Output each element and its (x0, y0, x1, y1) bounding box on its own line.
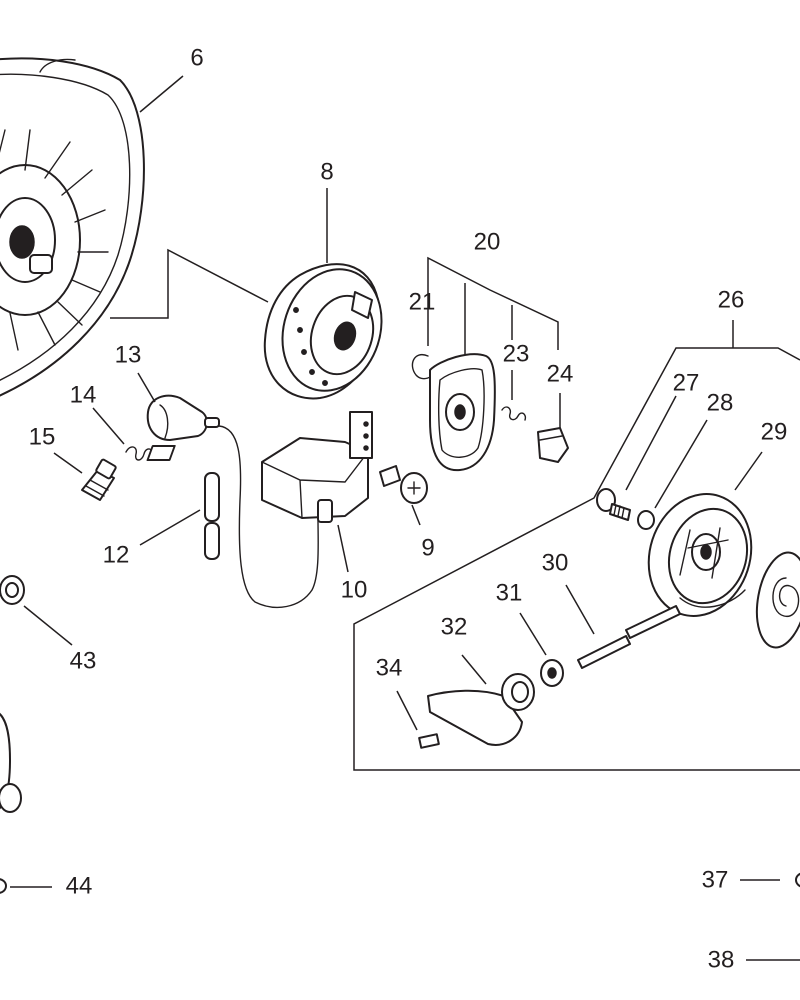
part-30-rope[interactable] (577, 605, 681, 669)
callout-26: 26 (718, 287, 745, 314)
part-32-starter-handle[interactable] (427, 673, 535, 746)
part-spring-case[interactable] (750, 549, 800, 652)
part-9-screw[interactable] (379, 465, 428, 504)
callout-13: 13 (115, 342, 142, 369)
callout-27: 27 (673, 370, 700, 397)
part-6-fan-housing[interactable] (0, 57, 145, 400)
part-29-reel[interactable] (633, 481, 766, 630)
callout-6: 6 (190, 45, 203, 72)
leader-6-8-connector (110, 248, 269, 319)
part-28-washer[interactable] (637, 510, 655, 530)
callout-37: 37 (702, 867, 729, 894)
callout-38: 38 (708, 947, 735, 974)
leader-26-frame (353, 347, 800, 771)
part-43-bolt[interactable] (0, 575, 25, 605)
part-37-item[interactable] (795, 872, 800, 888)
part-31-rope-guide[interactable] (540, 659, 564, 687)
part-44-item[interactable] (0, 878, 7, 894)
callout-44: 44 (66, 873, 93, 900)
part-23-spring[interactable] (501, 406, 527, 421)
part-20-ratchet-plate[interactable] (429, 353, 496, 472)
callout-24: 24 (547, 361, 574, 388)
callout-34: 34 (376, 655, 403, 682)
callout-15: 15 (29, 424, 56, 451)
leader-20-bracket (427, 256, 559, 350)
callout-labels: 6 8 20 21 23 24 26 27 28 29 13 14 15 12 … (29, 45, 788, 974)
callout-23: 23 (503, 341, 530, 368)
callout-29: 29 (761, 419, 788, 446)
callout-31: 31 (496, 580, 523, 607)
callout-21: 21 (409, 289, 436, 316)
callout-8: 8 (320, 159, 333, 186)
part-8-flywheel[interactable] (263, 256, 397, 404)
callout-14: 14 (70, 382, 97, 409)
part-15-spark-plug[interactable] (81, 458, 117, 501)
part-13-plug-boot[interactable] (146, 394, 220, 441)
callout-30: 30 (542, 550, 569, 577)
callout-20: 20 (474, 229, 501, 256)
part-10-ignition-coil[interactable] (146, 411, 373, 609)
part-34-insert[interactable] (418, 733, 440, 749)
callout-9: 9 (421, 535, 434, 562)
callout-43: 43 (70, 648, 97, 675)
leader-lines (10, 75, 800, 961)
part-fuel-fitting[interactable] (0, 710, 22, 815)
part-27-bolt[interactable] (596, 488, 631, 521)
part-24-pawl[interactable] (537, 427, 569, 463)
callout-10: 10 (341, 577, 368, 604)
part-14-spring[interactable] (125, 446, 154, 461)
callout-28: 28 (707, 390, 734, 417)
part-12-tube[interactable] (204, 472, 220, 560)
callout-32: 32 (441, 614, 468, 641)
callout-12: 12 (103, 542, 130, 569)
